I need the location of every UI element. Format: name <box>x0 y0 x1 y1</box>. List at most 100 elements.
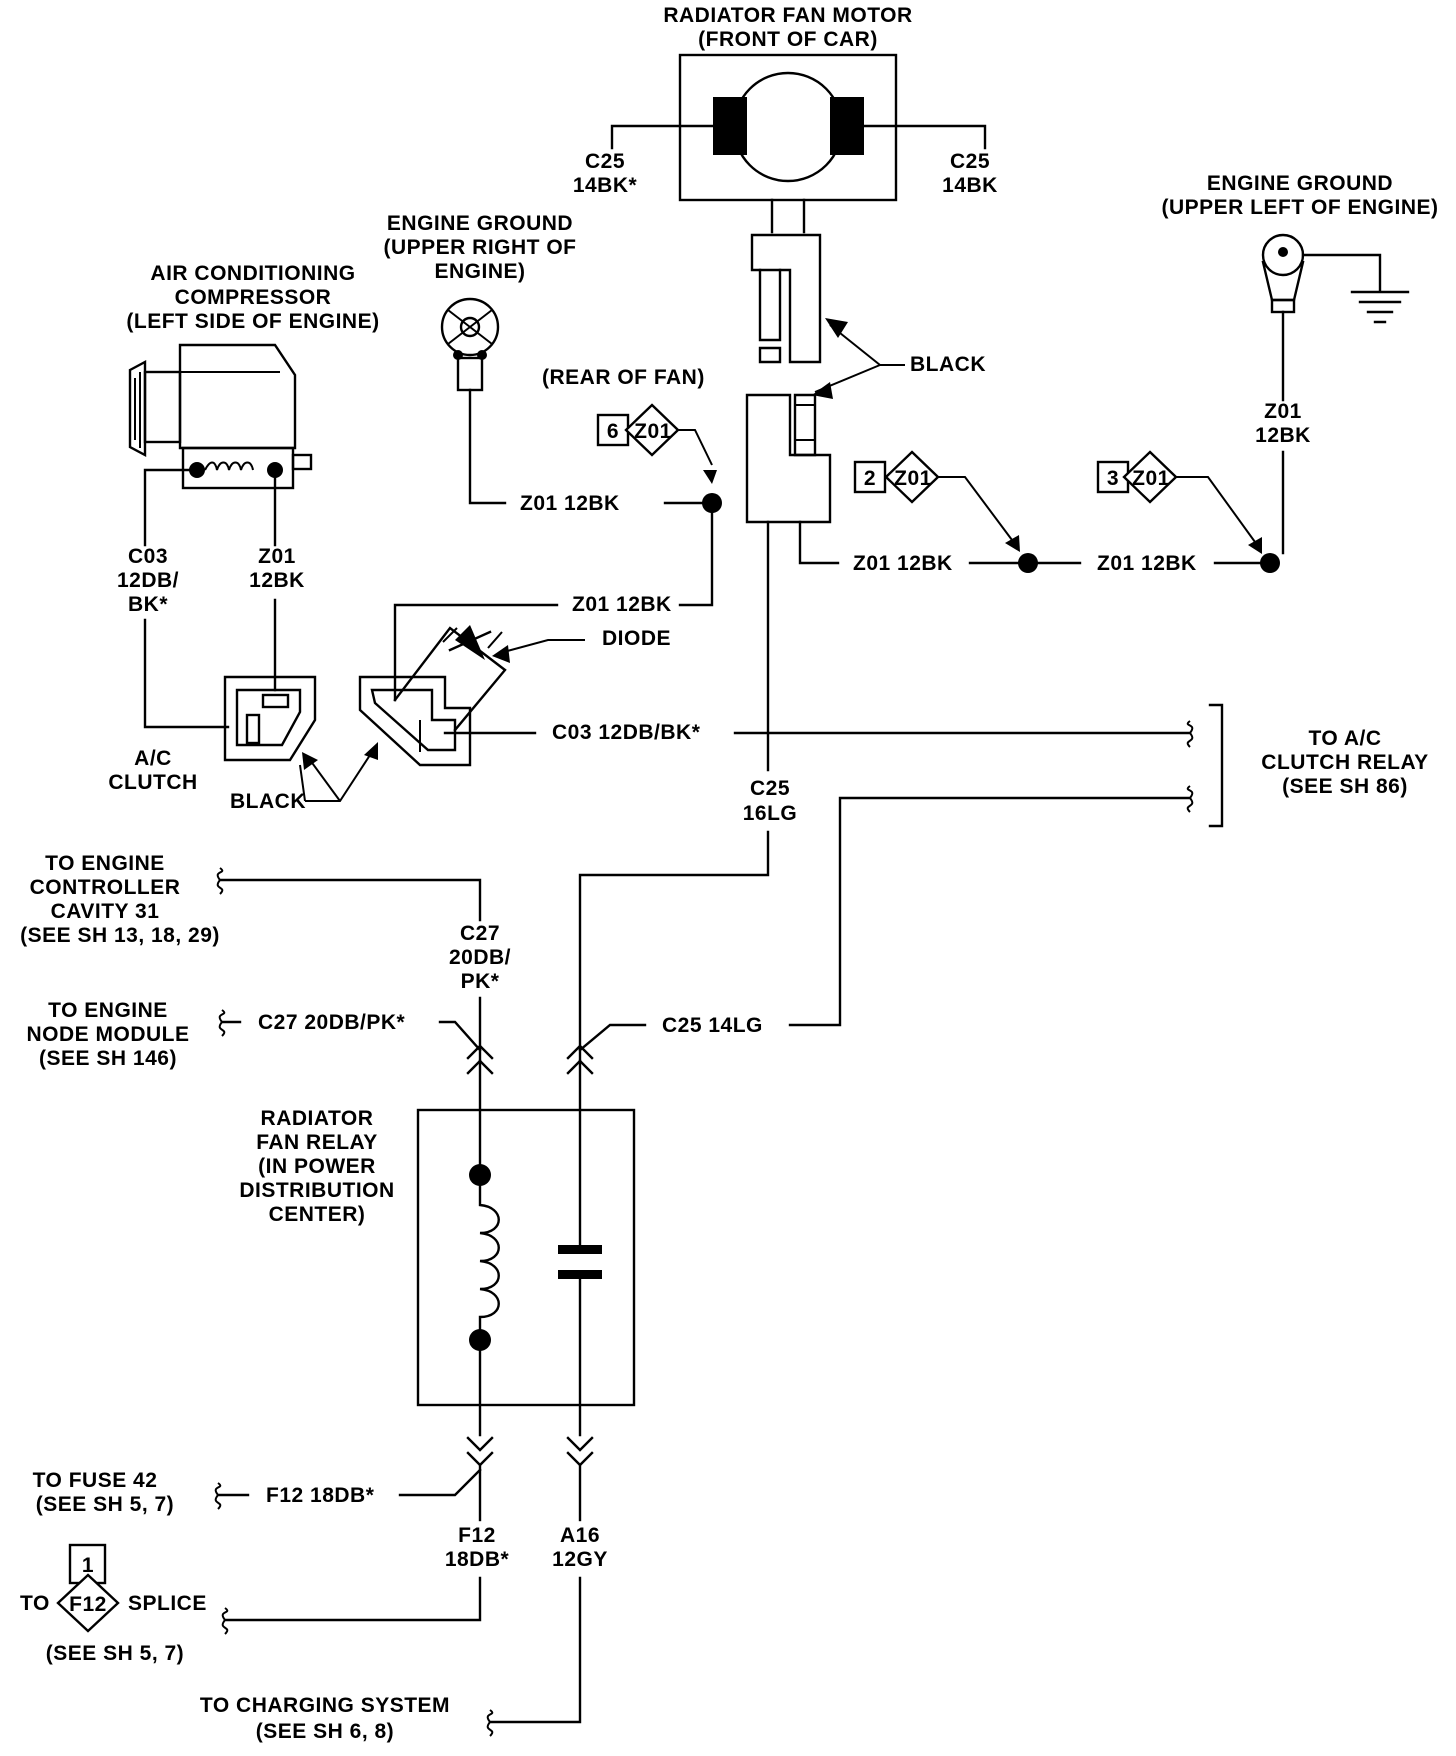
wire-c27-to-controller <box>218 878 482 922</box>
fan-connector-upper-pin <box>758 268 782 342</box>
clutch-connector-left-slot-a <box>261 693 290 709</box>
diode-callout-line <box>499 639 585 654</box>
diode-arrowhead-icon <box>492 645 510 663</box>
splice-6-number: 6 <box>607 420 619 443</box>
radiator-fan-motor: RADIATOR FAN MOTOR (FRONT OF CAR) C25 14… <box>573 4 997 234</box>
c03-vertical-label-3: BK* <box>128 593 168 616</box>
engine-controller-label-4: (SEE SH 13, 18, 29) <box>20 924 220 947</box>
charging-system-label-2: (SEE SH 6, 8) <box>256 1720 394 1743</box>
c27-vertical-label-2: 20DB/ <box>449 946 511 969</box>
fan-connector-lower-pin-detail <box>795 404 815 441</box>
splice-f12-diamond-icon <box>56 1573 120 1633</box>
z01-12bk-vertical-label-1: Z01 <box>1264 400 1302 423</box>
wire-z01-diode-to-connector <box>393 603 559 702</box>
ac-clutch-relay-label-2: CLUTCH RELAY <box>1261 751 1428 774</box>
engine-node-module-label-3: (SEE SH 146) <box>39 1047 177 1070</box>
clutch-connector-left-half <box>223 675 317 762</box>
z01-diode-label: Z01 12BK <box>572 593 672 616</box>
ground-eyelet-left-hole <box>1278 247 1288 257</box>
ac-clutch-relay-bracket <box>1208 703 1224 828</box>
fuse-42-label-2: (SEE SH 5, 7) <box>36 1493 174 1516</box>
fan-relay-label-5: CENTER) <box>269 1203 366 1226</box>
wire-f12-to-splice <box>223 1576 482 1622</box>
engine-controller-label-1: TO ENGINE <box>45 852 165 875</box>
compressor-pulley-grooves <box>134 372 141 448</box>
diode-leads <box>393 626 507 732</box>
wire-c27-node-join <box>438 1020 482 1052</box>
rear-of-fan-label: (REAR OF FAN) <box>542 366 705 389</box>
ac-compressor: AIR CONDITIONING COMPRESSOR (LEFT SIDE O… <box>117 262 379 729</box>
z01-compressor-label-2: 12BK <box>249 569 305 592</box>
relay-coil-icon <box>478 1184 500 1332</box>
engine-controller-label-3: CAVITY 31 <box>51 900 160 923</box>
splice-2-diamond-icon <box>884 450 940 504</box>
wire-a16-to-charging <box>488 1576 582 1724</box>
splice-f12-number: 1 <box>82 1554 94 1577</box>
fan-relay-label-3: (IN POWER <box>258 1155 376 1178</box>
ground-symbol-lead <box>1301 253 1382 292</box>
ac-clutch-connectors: DIODE A/C CLUTCH BLACK <box>108 625 671 813</box>
fan-motor-brush-right <box>830 97 864 155</box>
fan-motor-label-2: (FRONT OF CAR) <box>698 28 878 51</box>
c03-vertical-label-2: 12DB/ <box>117 569 179 592</box>
fan-ground-path: Z01 12BK Z01 12BK 2 Z01 3 Z01 <box>798 450 1280 575</box>
f12-horizontal-label: F12 18DB* <box>266 1484 375 1507</box>
c27-vertical-label-3: PK* <box>461 970 500 993</box>
black-clutch-callout-left <box>309 759 341 802</box>
wire-z01-to-diode <box>678 501 714 607</box>
diode-bar <box>448 630 492 652</box>
engine-ground-upper-left: ENGINE GROUND (UPPER LEFT OF ENGINE) Z01… <box>1161 172 1438 555</box>
wire-c25-14lg-to-relay <box>788 796 1192 1027</box>
wire-c25-14bk-right <box>862 124 987 150</box>
fan-connector-lower-pin <box>793 393 817 457</box>
black-clutch-arrowhead-left-icon <box>302 752 318 770</box>
engine-controller-break-icon <box>216 867 224 895</box>
ground-eyelet-right-barrel <box>456 356 484 392</box>
splice-6-diamond-icon <box>624 403 680 457</box>
fan-motor-housing <box>678 53 898 202</box>
c03-horizontal-label: C03 12DB/BK* <box>552 721 701 744</box>
splice-2-pointer <box>938 476 1013 541</box>
diode-label: DIODE <box>602 627 671 650</box>
wire-c25-16lg-lower <box>578 830 770 1062</box>
a16-label-1: A16 <box>560 1524 600 1547</box>
wire-c25-14lg-join <box>578 1023 647 1052</box>
fan-connector-upper-half <box>750 233 822 364</box>
ac-clutch-relay-lines: C03 12DB/BK* TO A/C CLUTCH RELAY (SEE SH… <box>443 703 1428 1027</box>
a16-label-2: 12GY <box>552 1548 608 1571</box>
splice-3-number: 3 <box>1107 467 1119 490</box>
fan-connector: BLACK <box>745 233 986 524</box>
clutch-connector-right-inner <box>370 688 457 752</box>
ground-eyelet-left-barrel <box>1270 298 1296 314</box>
c25-14lg-break-icon <box>1186 785 1194 813</box>
compressor-hub <box>143 370 182 444</box>
c03-vertical-label-1: C03 <box>128 545 168 568</box>
ac-clutch-label-1: A/C <box>134 747 172 770</box>
engine-node-module-break-icon <box>218 1009 226 1037</box>
radiator-fan-relay: RADIATOR FAN RELAY (IN POWER DISTRIBUTIO… <box>239 1044 636 1467</box>
fan-relay-label-1: RADIATOR <box>261 1107 374 1130</box>
ground-eyelet-right-hole <box>459 316 481 338</box>
wire-z01-ground-right <box>468 388 507 505</box>
fan-motor-brush-left <box>713 97 747 155</box>
black-clutch-callout-left-stub <box>299 764 306 802</box>
c27-vertical-label-1: C27 <box>460 922 500 945</box>
splice-6-arrowhead-icon <box>703 470 717 484</box>
c03-break-icon <box>1186 720 1194 748</box>
splice-node-3 <box>1260 553 1280 573</box>
wire-z01-fan-ground <box>798 520 840 565</box>
c27-horizontal-label: C27 20DB/PK* <box>258 1011 406 1034</box>
relay-contact-upper <box>558 1245 602 1254</box>
engine-controller-lines: TO ENGINE CONTROLLER CAVITY 31 (SEE SH 1… <box>20 852 511 1070</box>
ground-eyelet-right-icon <box>440 297 500 357</box>
clutch-connector-right-half <box>358 675 472 767</box>
compressor-coil-icon <box>204 461 254 471</box>
fan-motor-pigtail <box>770 198 806 234</box>
fan-motor-label-1: RADIATOR FAN MOTOR <box>663 4 912 27</box>
relay-coil-terminal-top <box>469 1164 491 1186</box>
splice-2-arrowhead-icon <box>1005 535 1020 552</box>
fan-motor-armature-icon <box>732 71 844 183</box>
engine-controller-label-2: CONTROLLER <box>30 876 181 899</box>
c25-14bk-right-label-1: C25 <box>950 150 990 173</box>
